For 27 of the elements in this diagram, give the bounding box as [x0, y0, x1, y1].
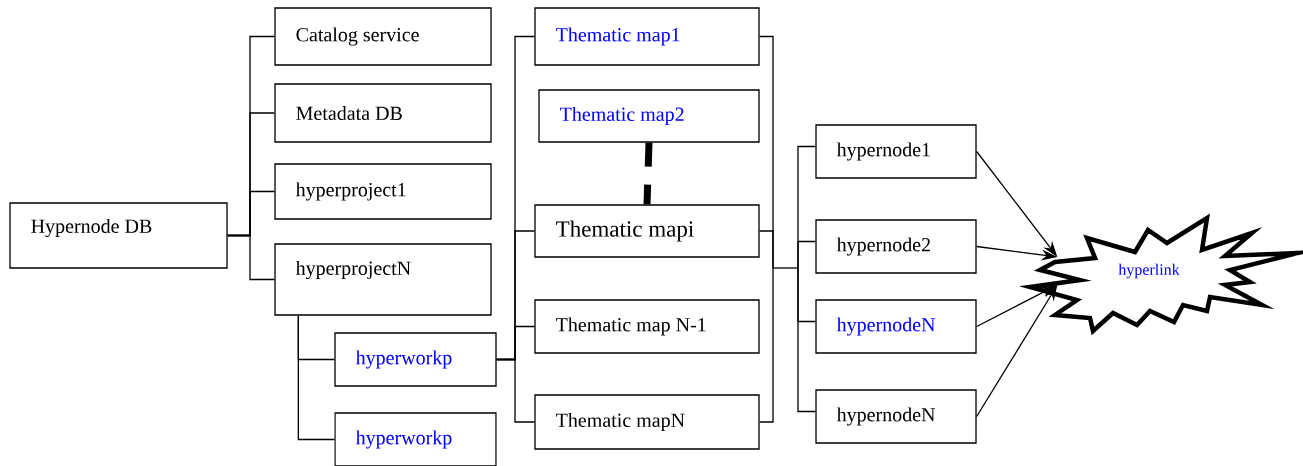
text-box: Thematic mapN [534, 394, 760, 450]
text-box: Thematic map2 [538, 89, 760, 143]
text-box: hyperworkp [334, 412, 497, 466]
text-box: Catalog service [274, 7, 492, 66]
connector [496, 358, 535, 423]
connector [759, 230, 774, 269]
text-box: hyperprojectN [274, 243, 492, 316]
connector [759, 267, 774, 423]
connector [797, 267, 816, 413]
text-box: hyperproject1 [274, 163, 492, 220]
text-box: hypernode1 [815, 124, 977, 179]
text-box: Metadata DB [274, 83, 492, 143]
text-box: hypernodeN [815, 389, 977, 444]
text-box: Thematic map1 [534, 7, 760, 66]
text-box: hypernodeN [815, 299, 977, 354]
connector [772, 267, 799, 269]
text-box: Thematic map N-1 [534, 299, 760, 354]
connector [297, 315, 335, 441]
connector [643, 142, 653, 205]
text-box: Thematic mapi [534, 204, 760, 258]
text-box: hypernode2 [815, 219, 977, 274]
text-box: Hypernode DB [9, 202, 228, 269]
connector [227, 234, 275, 281]
starburst-label: hyperlink [1118, 263, 1180, 279]
connector [797, 240, 816, 269]
starburst-shape [1018, 213, 1303, 336]
text-box: hyperworkp [334, 332, 497, 387]
